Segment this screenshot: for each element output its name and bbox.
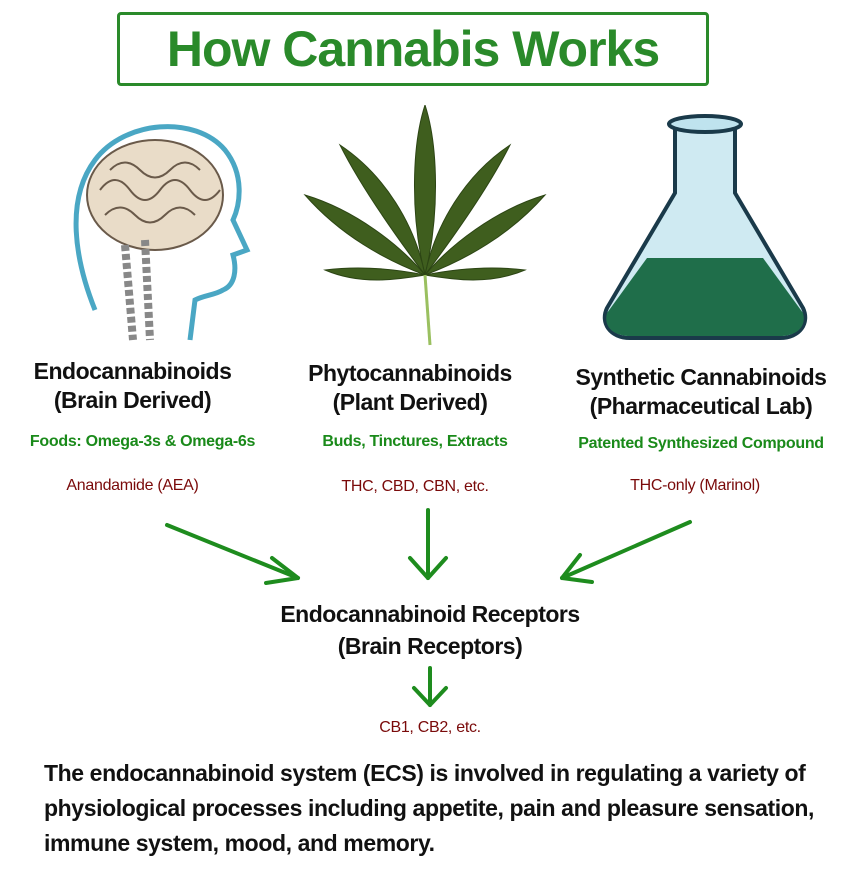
ecs-description: The endocannabinoid system (ECS) is invo…	[44, 760, 815, 856]
receptors-examples: CB1, CB2, etc.	[379, 719, 481, 736]
arrow-endo-to-receptors	[165, 523, 300, 585]
synthetic-sources: Patented Synthesized Compound	[578, 435, 824, 452]
cannabis-leaf-icon	[303, 105, 547, 346]
arrow-receptors-to-cb	[412, 666, 448, 707]
endocannabinoids-sources: Foods: Omega-3s & Omega-6s	[29, 433, 256, 450]
synthetic-examples: THC-only (Marinol)	[630, 477, 760, 494]
arrow-phyto-to-receptors	[408, 508, 448, 580]
synthetic-subheading: (Pharmaceutical Lab)	[589, 393, 813, 419]
receptors-subheading: (Brain Receptors)	[337, 633, 523, 659]
endocannabinoids-subheading: (Brain Derived)	[53, 387, 212, 413]
brain-head-icon	[73, 124, 251, 341]
flask-icon	[602, 114, 808, 340]
receptors-heading: Endocannabinoid Receptors	[280, 601, 580, 627]
phytocannabinoids-subheading: (Plant Derived)	[332, 389, 488, 415]
page-title: How Cannabis Works	[166, 21, 660, 77]
title-box: How Cannabis Works	[117, 12, 709, 86]
endocannabinoids-examples: Anandamide (AEA)	[66, 477, 199, 494]
phytocannabinoids-heading: Phytocannabinoids	[308, 360, 512, 386]
phytocannabinoids-examples: THC, CBD, CBN, etc.	[341, 478, 489, 495]
synthetic-heading: Synthetic Cannabinoids	[575, 364, 827, 390]
phytocannabinoids-sources: Buds, Tinctures, Extracts	[322, 433, 508, 450]
endocannabinoids-heading: Endocannabinoids	[33, 358, 232, 384]
arrow-synthetic-to-receptors	[560, 520, 692, 584]
